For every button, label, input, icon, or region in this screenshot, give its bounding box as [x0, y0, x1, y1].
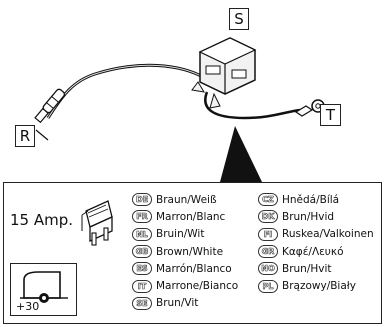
list-item: GR Καφέ/Λευκό [258, 243, 374, 260]
label-t: T [320, 104, 341, 126]
list-item: DE Braun/Weiß [132, 191, 238, 208]
callout-pointer [220, 126, 262, 182]
color-text: Brun/Hvid [282, 210, 335, 223]
country-badge: PL [258, 279, 278, 293]
country-badge: CZ [258, 193, 278, 207]
country-badge: GR [258, 245, 278, 259]
list-item: FR Marron/Blanc [132, 208, 238, 225]
country-badge: DK [258, 210, 278, 224]
label-r: R [15, 125, 35, 147]
list-item: PL Brązowy/Biały [258, 277, 374, 294]
color-text: Braun/Weiß [156, 193, 217, 206]
list-item: CZ Hnědá/Bílá [258, 191, 374, 208]
color-text: Brązowy/Biały [282, 280, 356, 293]
country-badge: NO [258, 262, 278, 276]
label-s: S [229, 8, 249, 30]
color-text: Brun/Hvit [282, 262, 332, 275]
color-text: Marrone/Bianco [156, 280, 239, 293]
connector-s [191, 37, 257, 109]
color-text: Hnědá/Bílá [282, 193, 340, 206]
list-item: NO Brun/Hvit [258, 260, 374, 277]
color-text: Brown/White [156, 245, 224, 258]
cable-r-to-s [46, 63, 206, 119]
list-item: DK Brun/Hvid [258, 208, 374, 225]
terminal-30-box: +30 [10, 263, 77, 316]
country-badge: DE [132, 193, 152, 207]
fuse-rating: 15 Amp. [10, 211, 74, 229]
country-badge: SE [132, 296, 152, 310]
list-item: SE Brun/Vit [132, 295, 238, 312]
list-item: FI Ruskea/Valkoinen [258, 226, 374, 243]
country-badge: ES [132, 262, 152, 276]
country-badge: FI [258, 227, 278, 241]
list-item: NL Bruin/Wit [132, 226, 238, 243]
cable-r-to-s-inner [47, 64, 206, 119]
cable-s-to-t [204, 91, 301, 120]
list-item: ES Marrón/Blanco [132, 260, 238, 277]
country-badge: GB [132, 245, 152, 259]
list-item: GB Brown/White [132, 243, 238, 260]
caravan-icon [20, 271, 68, 303]
color-text: Bruin/Wit [156, 228, 205, 241]
list-item: IT Marrone/Bianco [132, 277, 238, 294]
color-list-right: CZ Hnědá/Bílá DK Brun/Hvid FI Ruskea/Valkoi… [258, 191, 374, 295]
color-text: Marron/Blanc [156, 210, 226, 223]
color-text: Brun/Vit [156, 297, 199, 310]
country-badge: FR [132, 210, 152, 224]
color-text: Marrón/Blanco [156, 262, 232, 275]
color-text: Ruskea/Valkoinen [282, 228, 374, 241]
color-text: Καφέ/Λευκό [282, 245, 344, 258]
terminal-label: +30 [16, 300, 40, 313]
country-badge: IT [132, 279, 152, 293]
country-badge: NL [132, 227, 152, 241]
fuse-icon [81, 200, 113, 246]
connector-r [34, 88, 66, 124]
